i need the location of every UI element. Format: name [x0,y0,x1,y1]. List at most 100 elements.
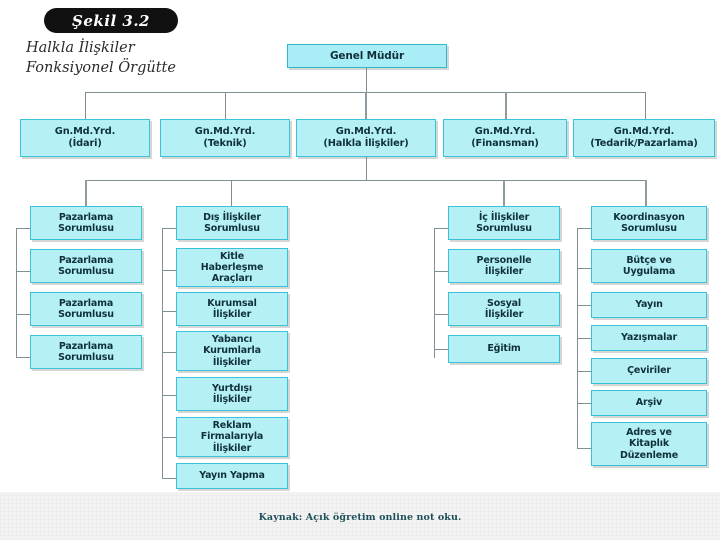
node-col2-item-0-label: Kitle Haberleşme Araçları [200,250,264,285]
spine-stub-col1-3 [16,357,30,358]
node-col1-item-2[interactable]: Pazarlama Sorumlusu [30,335,142,369]
connector-bus-level2 [85,180,646,181]
node-col4-item-5-label: Adres ve Kitaplık Düzenleme [619,427,679,461]
node-genel-mudur-label: Genel Müdür [329,49,405,62]
node-col2-item-3-label: Yurtdışı İlişkiler [212,382,252,405]
node-col4-item-1-label: Yayın [635,299,663,311]
node-col1-item-2-label: Pazarlama Sorumlusu [58,340,114,363]
node-col3-item-2[interactable]: Eğitim [448,335,560,363]
node-col1-item-0[interactable]: Pazarlama Sorumlusu [30,249,142,283]
node-col4-item-0-label: Bütçe ve Uygulama [622,254,676,277]
spine-stub-col2-2 [162,311,176,312]
spine-stub-col2-5 [162,437,176,438]
figure-subtitle-line-2: Fonksiyonel Örgütte [26,60,176,76]
spine-stub-col4-5 [577,403,591,404]
spine-stub-col4-0 [577,228,591,229]
node-col4-item-3-label: Çeviriler [627,365,671,377]
spine-stub-col1-0 [16,228,30,229]
connector-drop-col4 [645,180,647,206]
node-col2-item-5-label: Yayın Yapma [199,470,265,482]
node-genel-mudur[interactable]: Genel Müdür [287,44,447,68]
node-gnmdyrd-idari[interactable]: Gn.Md.Yrd. (İdari) [20,119,150,157]
node-gnmdyrd-halkla-iliskiler[interactable]: Gn.Md.Yrd. (Halkla İlişkiler) [296,119,436,157]
node-col1-item-0-label: Pazarlama Sorumlusu [58,254,114,277]
node-col2-item-4[interactable]: Reklam Firmalarıyla İlişkiler [176,417,288,457]
figure-subtitle-line-1: Halkla İlişkiler [26,40,135,56]
node-col1-head-label: Pazarlama Sorumlusu [58,211,114,234]
node-gnmdyrd-finansman[interactable]: Gn.Md.Yrd. (Finansman) [443,119,567,157]
connector-drop-col3 [503,180,505,206]
spine-col1 [16,228,17,358]
connector-drop-vp5 [645,92,646,119]
node-gnmdyrd-teknik-label: Gn.Md.Yrd. (Teknik) [194,126,256,149]
spine-stub-col4-6 [577,448,591,449]
node-col3-head[interactable]: İç İlişkiler Sorumlusu [448,206,560,240]
node-col2-item-1-label: Kurumsal İlişkiler [207,297,257,320]
node-col2-item-1[interactable]: Kurumsal İlişkiler [176,292,288,326]
node-col4-head[interactable]: Koordinasyon Sorumlusu [591,206,707,240]
spine-col2 [162,228,163,478]
spine-stub-col2-0 [162,228,176,229]
node-col4-item-2[interactable]: Yazışmalar [591,325,707,351]
connector-hi-drop [366,157,367,180]
spine-stub-col4-1 [577,268,591,269]
spine-stub-col2-1 [162,270,176,271]
node-col2-head-label: Dış İlişkiler Sorumlusu [203,211,261,234]
node-gnmdyrd-finansman-label: Gn.Md.Yrd. (Finansman) [471,126,539,149]
spine-stub-col2-4 [162,395,176,396]
node-col2-item-2[interactable]: Yabancı Kurumlarla İlişkiler [176,331,288,371]
node-col3-head-label: İç İlişkiler Sorumlusu [476,211,532,234]
node-gnmdyrd-halkla-iliskiler-label: Gn.Md.Yrd. (Halkla İlişkiler) [323,126,409,149]
node-col4-item-1[interactable]: Yayın [591,292,707,318]
figure-badge-label: Şekil 3.2 [72,11,150,30]
source-note: Kaynak: Açık öğretim online not oku. [258,512,462,523]
node-col2-item-3[interactable]: Yurtdışı İlişkiler [176,377,288,411]
node-col4-item-4[interactable]: Arşiv [591,390,707,416]
node-col2-item-4-label: Reklam Firmalarıyla İlişkiler [200,420,264,454]
figure-subtitle: Halkla İlişkiler Fonksiyonel Örgütte [26,38,286,78]
node-gnmdyrd-tedarik-pazarlama-label: Gn.Md.Yrd. (Tedarik/Pazarlama) [590,126,698,149]
connector-drop-col2 [231,180,232,206]
diagram-canvas: Şekil 3.2 Halkla İlişkiler Fonksiyonel Ö… [16,8,715,489]
figure-badge: Şekil 3.2 [44,8,178,33]
node-col2-item-5[interactable]: Yayın Yapma [176,463,288,489]
footer-band [0,492,720,540]
node-col4-item-5[interactable]: Adres ve Kitaplık Düzenleme [591,422,707,466]
node-col3-item-2-label: Eğitim [487,343,521,355]
node-col3-item-1-label: Sosyal İlişkiler [484,297,524,320]
node-col1-head[interactable]: Pazarlama Sorumlusu [30,206,142,240]
node-col4-head-label: Koordinasyon Sorumlusu [613,211,685,234]
node-col4-item-4-label: Arşiv [635,397,663,409]
node-gnmdyrd-teknik[interactable]: Gn.Md.Yrd. (Teknik) [160,119,290,157]
connector-drop-vp1 [85,92,86,119]
node-gnmdyrd-tedarik-pazarlama[interactable]: Gn.Md.Yrd. (Tedarik/Pazarlama) [573,119,715,157]
node-col2-head[interactable]: Dış İlişkiler Sorumlusu [176,206,288,240]
node-col4-item-2-label: Yazışmalar [620,332,678,344]
connector-drop-vp4 [505,92,507,119]
node-col4-item-3[interactable]: Çeviriler [591,358,707,384]
node-col2-item-0[interactable]: Kitle Haberleşme Araçları [176,248,288,287]
node-gnmdyrd-idari-label: Gn.Md.Yrd. (İdari) [54,126,116,149]
spine-stub-col1-2 [16,314,30,315]
spine-stub-col4-4 [577,371,591,372]
node-col2-item-2-label: Yabancı Kurumlarla İlişkiler [203,334,261,368]
node-col4-item-0[interactable]: Bütçe ve Uygulama [591,249,707,283]
node-col1-item-1[interactable]: Pazarlama Sorumlusu [30,292,142,326]
spine-stub-col3-3 [434,349,448,350]
node-col1-item-1-label: Pazarlama Sorumlusu [58,297,114,320]
node-col3-item-0-label: Personelle İlişkiler [476,254,532,277]
spine-stub-col2-3 [162,352,176,353]
connector-drop-vp2 [225,92,226,119]
node-col3-item-0[interactable]: Personelle İlişkiler [448,249,560,283]
connector-root-drop [366,68,367,92]
spine-stub-col3-1 [434,271,448,272]
spine-stub-col3-2 [434,314,448,315]
connector-drop-vp3 [365,92,367,119]
connector-drop-col1 [85,180,87,206]
node-col3-item-1[interactable]: Sosyal İlişkiler [448,292,560,326]
spine-stub-col4-3 [577,338,591,339]
spine-stub-col4-2 [577,305,591,306]
spine-stub-col3-0 [434,228,448,229]
spine-stub-col1-1 [16,271,30,272]
